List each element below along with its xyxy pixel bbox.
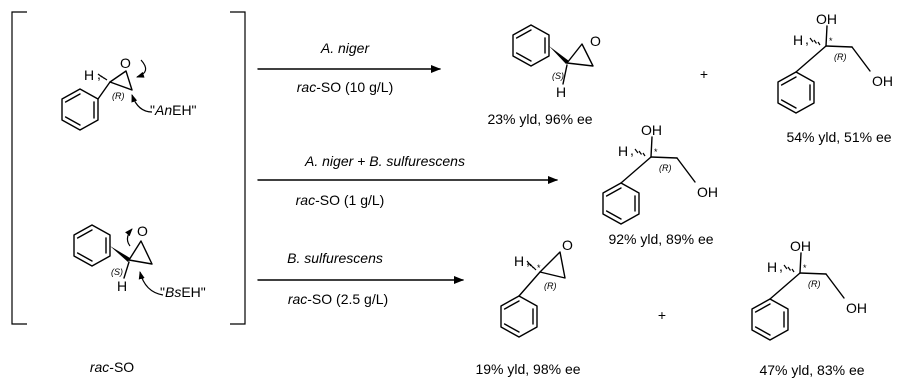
racemate-bracket [11,11,246,325]
reaction-3: B. sulfurescens rac-SO (2.5 g/L) H , O *… [257,237,867,378]
enzyme-arrow [131,94,153,113]
h-label: H [767,259,777,275]
h-label: H [84,67,94,83]
yield-label: 23% yld, 96% ee [487,111,592,127]
conditions-label: rac-SO (2.5 g/L) [288,291,388,307]
benzene-ring [751,298,789,341]
conditions-label: rac-SO (1 g/L) [296,192,385,208]
epoxide-ring [566,43,594,67]
h-label: H [556,84,566,100]
svg-text:,: , [805,31,809,47]
enzyme-bs-label: "BsEH" [160,284,206,300]
epoxide-ring [128,240,153,265]
stereocenter-star: * [829,36,833,46]
h-label: H [618,143,628,159]
benzene-ring [512,24,550,67]
oxygen-label: O [590,33,601,49]
benzene-ring [500,295,538,338]
oxygen-label: O [137,223,148,239]
stereo-label: (R) [808,279,821,289]
oxygen-label: O [562,237,573,253]
stereo-label: (R) [112,91,125,101]
stereo-label: (R) [544,281,557,291]
svg-text:,: , [630,142,634,158]
stereocenter-star: * [654,147,658,157]
yield-label: 19% yld, 98% ee [475,361,580,377]
product-diol-r: H , OH OH * (R) 47% yld, 83% ee [751,238,867,378]
epoxide-s-in-bracket: H O (S) "BsEH" [73,223,206,300]
benzene-ring [61,88,99,131]
oh-label: OH [697,184,718,200]
rac-so-label: rac-SO [90,359,134,375]
product-diol-r: H , OH OH * (R) 54% yld, 51% ee [777,11,893,145]
right-bracket [230,11,246,325]
enzyme-an-label: "AnEH" [150,102,197,118]
catalyst-label: A. niger + B. sulfurescens [304,153,465,169]
product-epoxide-r: H , O * (R) 19% yld, 98% ee [475,237,580,377]
catalyst-label: B. sulfurescens [287,250,383,266]
svg-text:,: , [526,252,530,268]
catalyst-label: A. niger [320,40,371,56]
plus-sign: + [700,66,708,82]
oh-label: OH [846,300,867,316]
h-label: H [514,253,524,269]
stereo-label: (R) [834,52,847,62]
enzyme-arrow [138,271,164,296]
wedge-bond [549,46,569,64]
conditions-label: rac-SO (10 g/L) [297,79,393,95]
reaction-2: A. niger + B. sulfurescens rac-SO (1 g/L… [257,122,718,247]
benzene-ring [73,224,111,267]
stereo-label: (S) [111,267,123,277]
svg-text:,: , [97,66,101,82]
epoxide-ring [539,251,566,279]
stereo-label: (R) [659,163,672,173]
stereocenter-star: * [537,263,541,273]
yield-label: 47% yld, 83% ee [759,362,864,378]
reaction-1: A. niger rac-SO (10 g/L) H O (S) 23% yld… [257,11,893,145]
oh-label: OH [816,11,837,27]
attack-arrow-top [136,59,147,78]
benzene-ring [602,182,640,225]
plus-sign: + [658,307,666,323]
stereocenter-star: * [803,263,807,273]
h-label: H [793,32,803,48]
epoxide-ring [109,70,133,91]
oh-label: OH [872,73,893,89]
yield-label: 92% yld, 89% ee [608,231,713,247]
epoxide-r-in-bracket: H , O (R) "AnEH" [61,55,197,131]
oxygen-label: O [120,55,131,71]
oh-label: OH [641,122,662,138]
yield-label: 54% yld, 51% ee [786,129,891,145]
product-epoxide-s: H O (S) 23% yld, 96% ee [487,24,601,127]
wedge-bond [110,246,130,262]
svg-text:,: , [779,258,783,274]
h-label: H [117,278,127,294]
attack-arrow-bottom [125,228,133,247]
product-diol-r: H , OH OH * (R) 92% yld, 89% ee [602,122,718,247]
left-bracket [11,11,27,325]
oh-label: OH [790,238,811,254]
benzene-ring [777,71,815,114]
stereo-label: (S) [552,71,564,81]
